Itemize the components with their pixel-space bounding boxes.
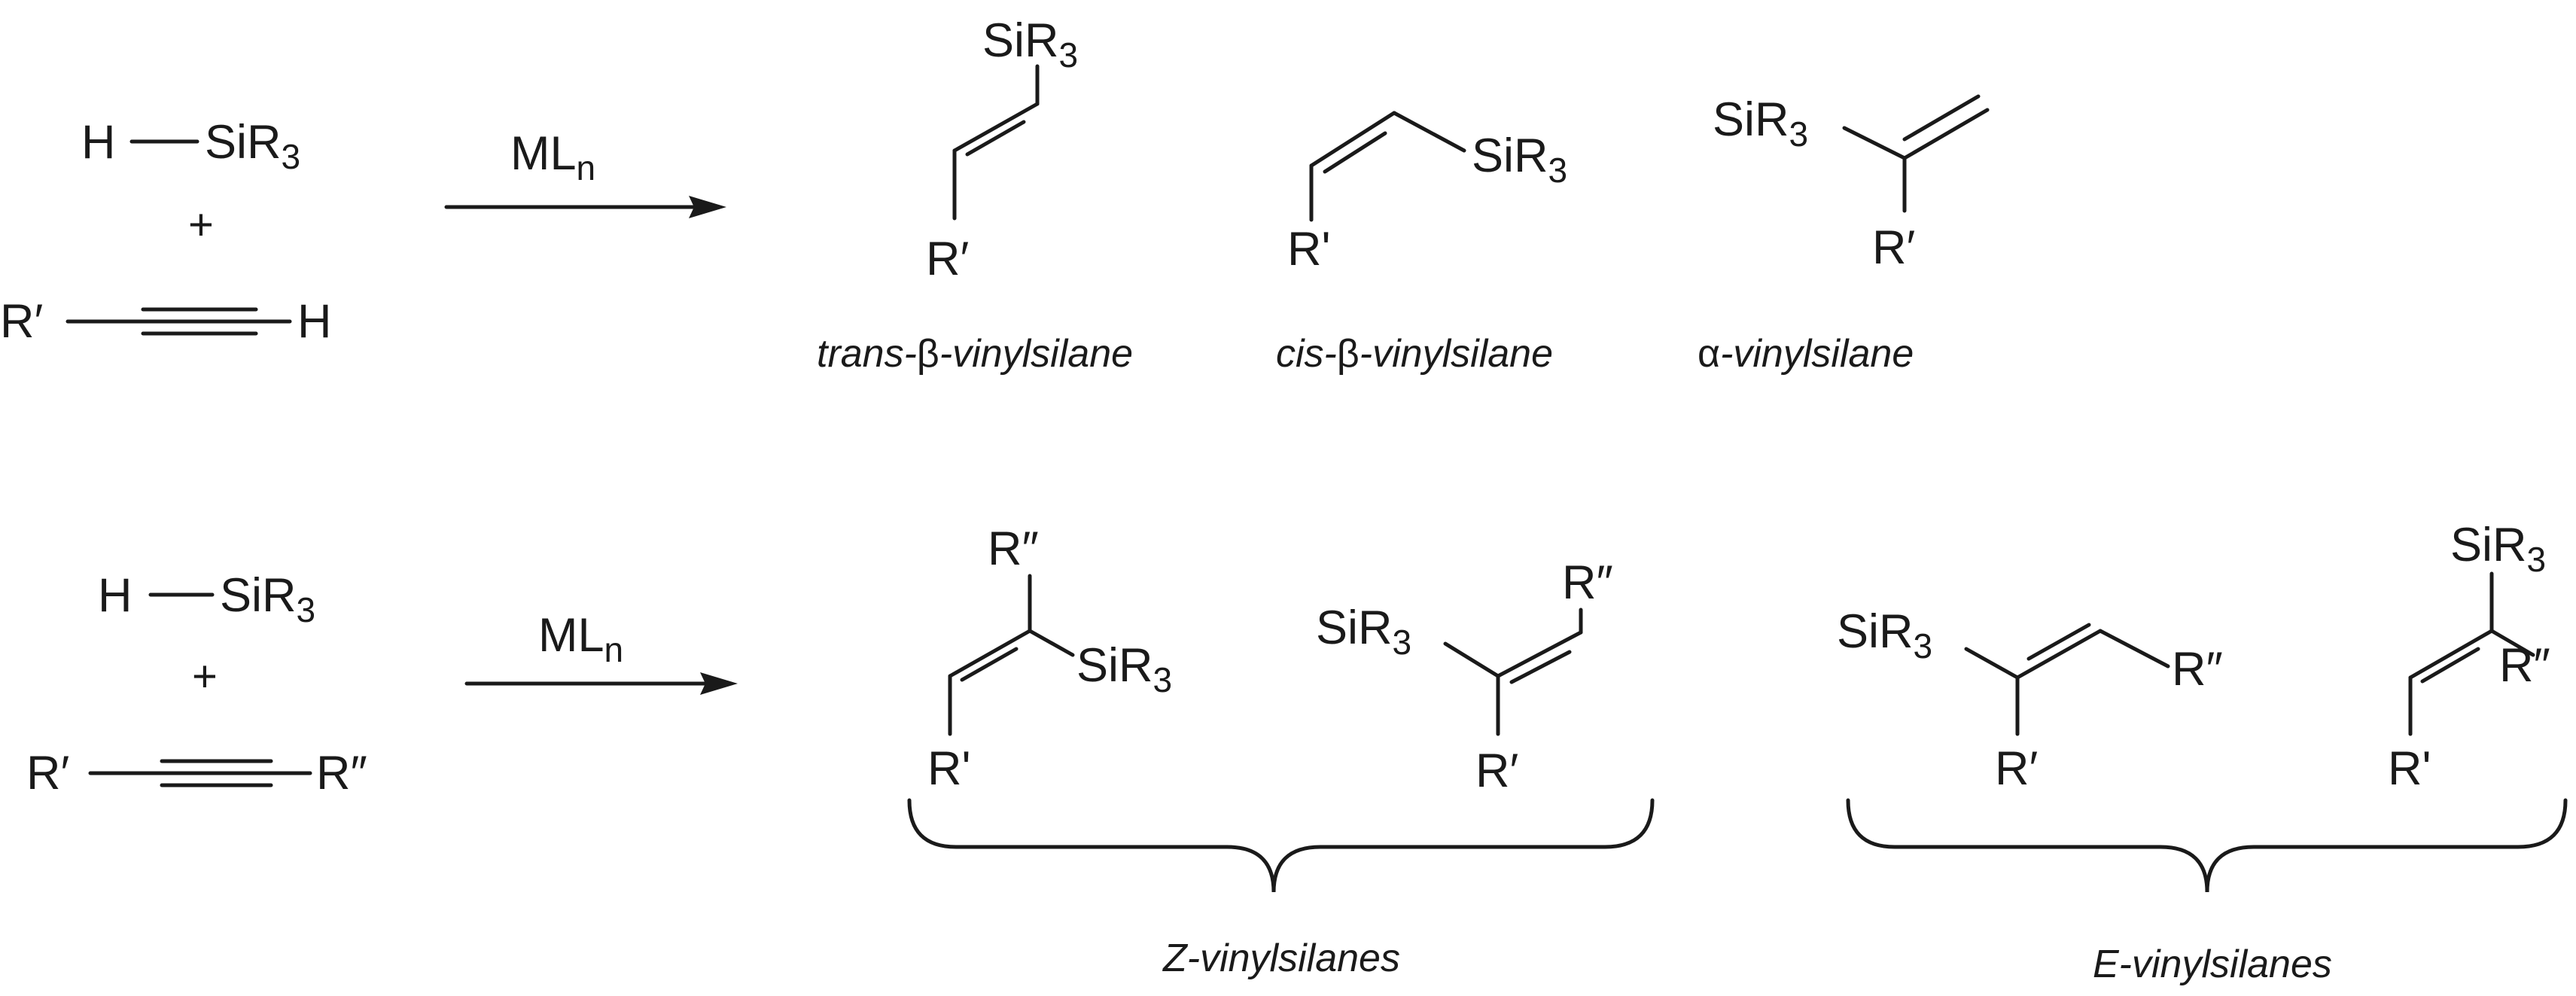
silyl-label: SiR3 xyxy=(1472,129,1567,190)
z-vinylsilanes-label: Z-vinylsilanes xyxy=(1162,937,1400,980)
c-c-double-bond-inner xyxy=(1902,94,1981,142)
c-c-double-bond-inner xyxy=(1509,650,1572,684)
e-vinylsilane-1: SiR3 R″ R′ xyxy=(1837,605,2223,795)
c-si-bond xyxy=(1392,111,1466,153)
silyl-label: SiR3 xyxy=(2450,519,2546,579)
reaction-arrow-1: MLn xyxy=(444,127,726,218)
cis-beta-vinylsilane-label: cis-β-vinylsilane xyxy=(1276,332,1553,376)
alkyne-hydrogen-label: H xyxy=(297,295,332,348)
alkyne-r-prime-label: R′ xyxy=(0,295,43,348)
silyl-label: SiR3 xyxy=(982,14,1078,75)
c-si-bond xyxy=(1028,629,1075,657)
r-prime-label: R' xyxy=(927,742,971,795)
silyl-text: SiR xyxy=(205,116,282,169)
alkyne-triple-bond xyxy=(88,759,312,787)
r-double-prime-label: R″ xyxy=(2172,643,2223,696)
silyl-label: SiR3 xyxy=(1713,93,1808,154)
r-prime-label: R′ xyxy=(926,233,969,285)
hydrogen-label: H xyxy=(81,116,116,169)
alkyne-r-prime-label: R′ xyxy=(26,747,69,800)
alpha-vinylsilane: SiR3 R′ α-vinylsilane xyxy=(1698,93,1990,376)
c-c-double-bond-main xyxy=(1496,630,1583,678)
reagents-row-2: H SiR3 + R′ R″ xyxy=(26,569,367,800)
c-r-bond xyxy=(2489,629,2535,657)
plus-sign: + xyxy=(192,652,218,701)
c-si-bond xyxy=(1842,126,1907,160)
c-c-double-bond-main xyxy=(1902,108,1990,160)
c-c-double-bond-main xyxy=(2015,629,2103,680)
c-c-double-bond-main xyxy=(2408,629,2494,680)
r-prime-label: R′ xyxy=(1872,221,1915,274)
catalyst-label-1: MLn xyxy=(510,127,595,187)
catalyst-label-2: MLn xyxy=(538,609,623,669)
silyl-label: SiR3 xyxy=(1076,639,1172,699)
r-prime-label: R' xyxy=(2388,742,2431,795)
z-vinylsilane-2: R″ SiR3 R′ xyxy=(1316,556,1613,797)
c-si-bond xyxy=(1964,647,2020,680)
r-prime-label: R' xyxy=(1287,223,1331,276)
reaction-arrow-2: MLn xyxy=(464,609,738,695)
r-prime-label: R′ xyxy=(1995,742,2038,795)
r-double-prime-label: R″ xyxy=(988,522,1039,575)
trans-beta-vinylsilane: SiR3 R′ trans-β-vinylsilane xyxy=(817,14,1133,376)
c-c-double-bond-main xyxy=(1309,111,1396,168)
z-group-brace xyxy=(907,798,1655,893)
reagents-row-1: H SiR3 + R′ H xyxy=(0,116,332,348)
arrow-head xyxy=(700,672,738,695)
e-vinylsilanes-label: E-vinylsilanes xyxy=(2093,943,2332,986)
trans-beta-vinylsilane-label: trans-β-vinylsilane xyxy=(817,332,1133,376)
z-vinylsilane-1: R″ SiR3 R' xyxy=(927,522,1172,795)
hydrosilane-silyl-label: SiR3 xyxy=(205,116,300,176)
c-c-double-bond-inner xyxy=(960,647,1019,682)
cis-beta-vinylsilane: SiR3 R' cis-β-vinylsilane xyxy=(1276,111,1567,376)
silyl-label: SiR3 xyxy=(1316,602,1411,662)
c-c-double-bond-main xyxy=(948,629,1032,678)
c-c-double-bond-main xyxy=(952,102,1040,153)
hydrosilane-silyl-label: SiR3 xyxy=(220,569,315,629)
c-c-double-bond-inner xyxy=(965,120,1026,157)
plus-sign: + xyxy=(188,200,214,249)
silyl-subscript: 3 xyxy=(282,137,301,176)
alpha-vinylsilane-label: α-vinylsilane xyxy=(1698,332,1914,376)
alkyne-triple-bond xyxy=(65,307,292,336)
c-r-bond xyxy=(2098,629,2170,669)
c-c-double-bond-inner xyxy=(2026,623,2091,661)
r-double-prime-label: R″ xyxy=(1562,556,1613,609)
silyl-label: SiR3 xyxy=(1837,605,1932,666)
hydrogen-label: H xyxy=(98,569,132,622)
r-prime-label: R′ xyxy=(1475,745,1518,797)
c-c-double-bond-inner xyxy=(2420,647,2480,684)
arrow-head xyxy=(689,196,726,218)
e-vinylsilane-2: SiR3 R″ R' xyxy=(2388,519,2550,795)
c-si-bond xyxy=(1443,641,1500,678)
e-group-brace xyxy=(1846,798,2568,893)
c-c-double-bond-inner xyxy=(1323,131,1387,174)
alkyne-r-double-prime-label: R″ xyxy=(316,747,367,800)
r-double-prime-label: R″ xyxy=(2499,639,2550,692)
